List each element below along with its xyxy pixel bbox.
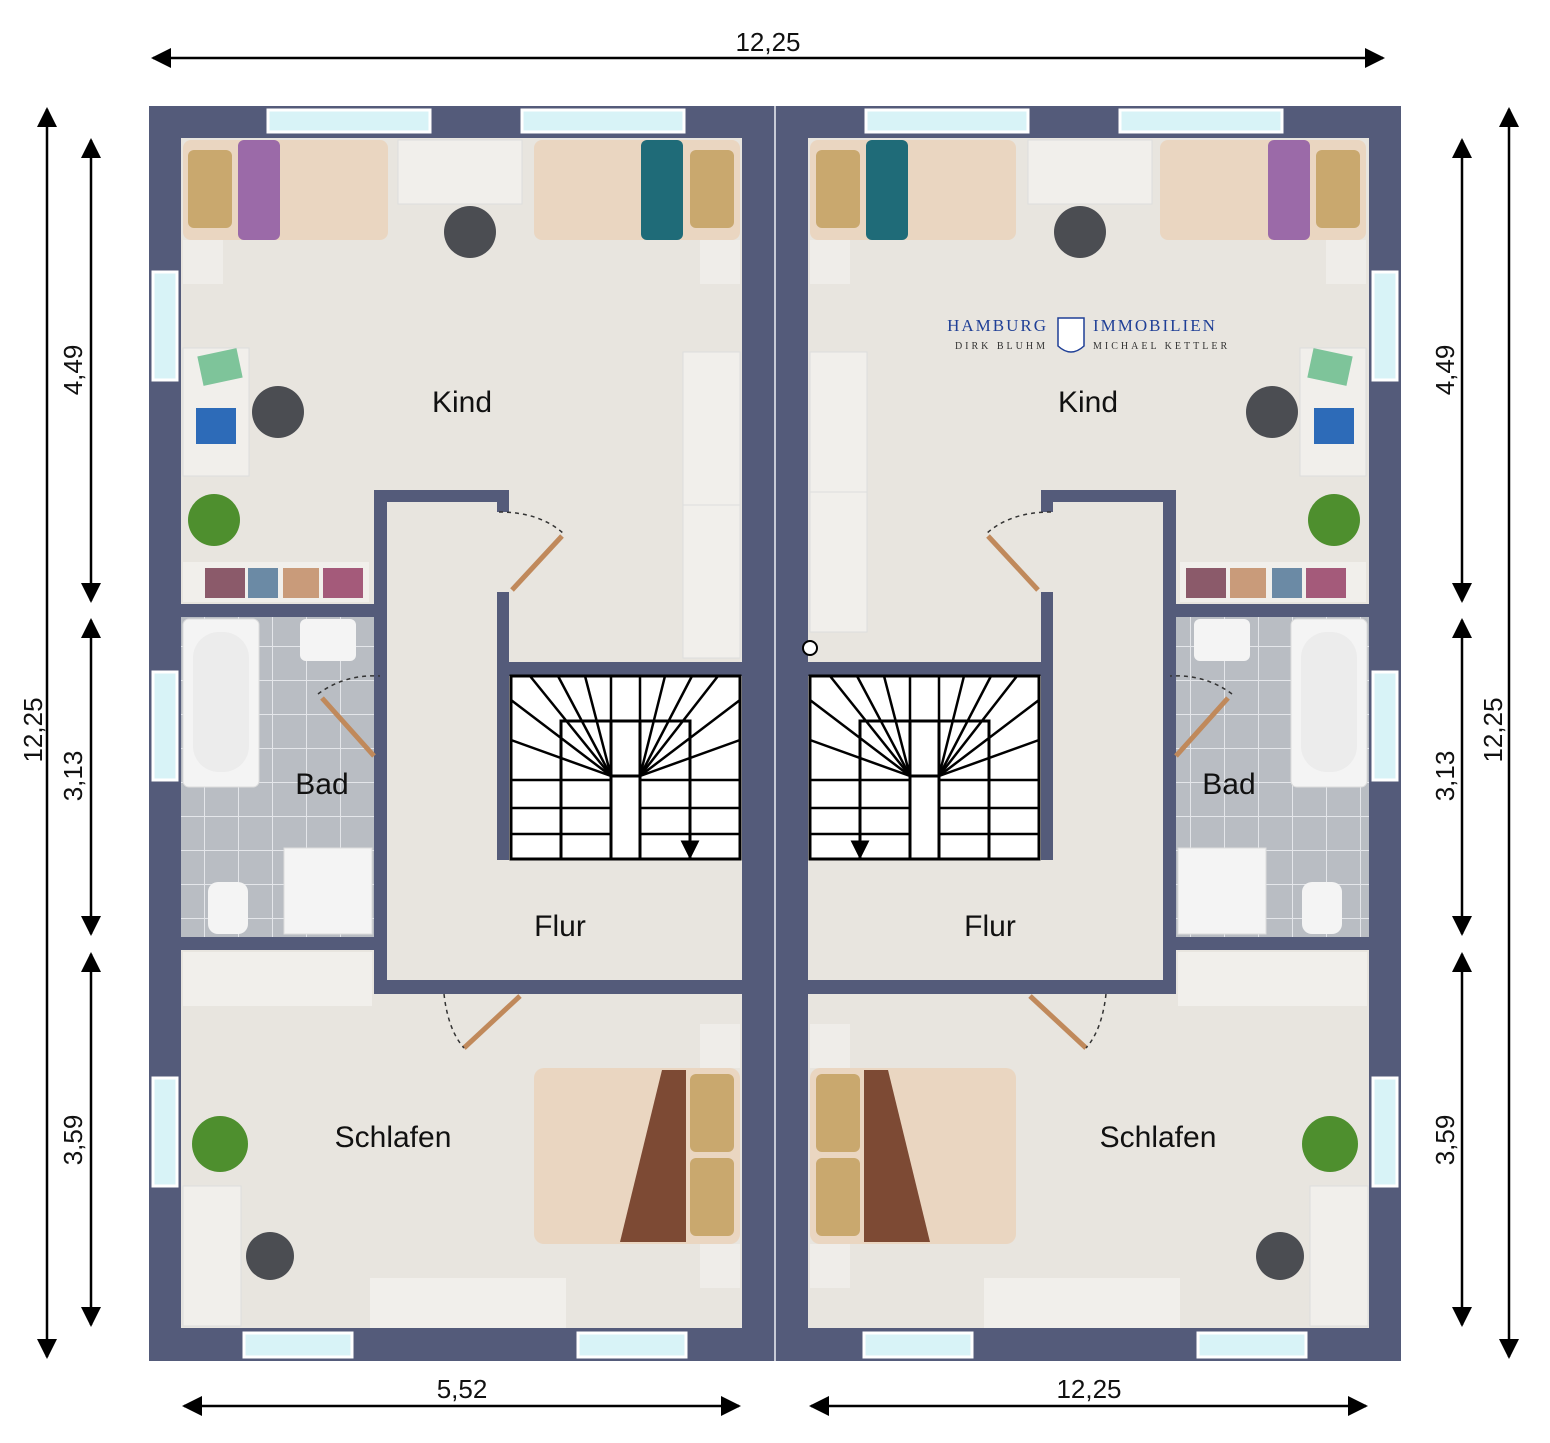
dim-left-outer: 12,25	[18, 697, 48, 762]
right-kind-bed-2	[1160, 140, 1366, 240]
logo-hamburg: HAMBURG	[947, 316, 1048, 335]
dim-bottom-left: 5,52	[437, 1374, 488, 1404]
room-label-right-bad: Bad	[1202, 768, 1255, 801]
left-schlafen-chair	[246, 1232, 294, 1280]
right-schlafen-bed	[810, 1068, 1016, 1244]
right-kind-desk-top	[1027, 139, 1153, 205]
left-schlafen-bed	[534, 1068, 740, 1244]
right-shower	[1177, 847, 1267, 935]
dim-right-kind: 4,49	[1430, 345, 1460, 396]
right-kind-plant	[1308, 494, 1360, 546]
logo-michael-kettler: MICHAEL KETTLER	[1093, 341, 1230, 352]
dim-right-bad: 3,13	[1430, 751, 1460, 802]
hamburg-seal-icon	[1057, 317, 1085, 353]
room-label-left-bad: Bad	[295, 768, 348, 801]
right-schlafen-chair	[1256, 1232, 1304, 1280]
dim-left-schlafen: 3,59	[58, 1115, 88, 1166]
dim-bottom-right: 12,25	[1056, 1374, 1121, 1404]
left-schlafen-desk	[182, 1185, 242, 1327]
left-kind-bed-2	[534, 140, 740, 240]
doorbell-point	[802, 640, 818, 656]
right-sink	[1194, 619, 1250, 661]
left-schlafen-dresser	[370, 1278, 566, 1328]
room-label-left-schlafen: Schlafen	[335, 1121, 452, 1154]
room-label-left-flur: Flur	[534, 910, 586, 943]
left-sink	[300, 619, 356, 661]
agency-logo: HAMBURG DIRK BLUHM IMMOBILIEN MICHAEL KE…	[947, 316, 1230, 353]
dim-left-bad: 3,13	[58, 751, 88, 802]
left-interior-walls	[181, 490, 742, 994]
logo-dirk-bluhm: DIRK BLUHM	[955, 341, 1048, 352]
right-schlafen-dresser	[984, 1278, 1180, 1328]
dim-top: 12,25	[735, 27, 800, 57]
right-kind-bed-1	[810, 140, 1016, 240]
right-interior-walls	[808, 490, 1369, 994]
doors	[317, 511, 1233, 1050]
dimension-lines	[37, 48, 1519, 1416]
left-toilet	[208, 882, 248, 934]
room-label-left-kind: Kind	[432, 386, 492, 419]
dim-right-outer: 12,25	[1478, 697, 1508, 762]
right-kind-chair-side	[1246, 386, 1298, 438]
logo-immobilien: IMMOBILIEN	[1093, 316, 1217, 335]
left-kind-chair-side	[252, 386, 304, 438]
right-staircase	[808, 674, 1041, 861]
right-toilet	[1302, 882, 1342, 934]
left-staircase	[509, 674, 742, 861]
left-schlafen-cabinet	[183, 952, 372, 1006]
right-kind-chair-top	[1054, 206, 1106, 258]
left-kind-desk-top	[397, 139, 523, 205]
dim-right-schlafen: 3,59	[1430, 1115, 1460, 1166]
left-kind-bed-1	[183, 140, 388, 240]
left-flur-top	[387, 502, 497, 662]
left-schlafen-plant	[192, 1116, 248, 1172]
left-furniture	[182, 139, 741, 1328]
right-schlafen-plant	[1302, 1116, 1358, 1172]
left-shower	[283, 847, 373, 935]
room-label-right-kind: Kind	[1058, 386, 1118, 419]
right-schlafen-cabinet	[1178, 952, 1367, 1006]
left-kind-plant	[188, 494, 240, 546]
room-label-right-schlafen: Schlafen	[1100, 1121, 1217, 1154]
room-label-right-flur: Flur	[964, 910, 1016, 943]
right-schlafen-desk	[1309, 1185, 1369, 1327]
windows	[151, 108, 1399, 1359]
right-furniture	[809, 139, 1369, 1328]
dim-left-kind: 4,49	[58, 345, 88, 396]
left-kind-chair-top	[444, 206, 496, 258]
